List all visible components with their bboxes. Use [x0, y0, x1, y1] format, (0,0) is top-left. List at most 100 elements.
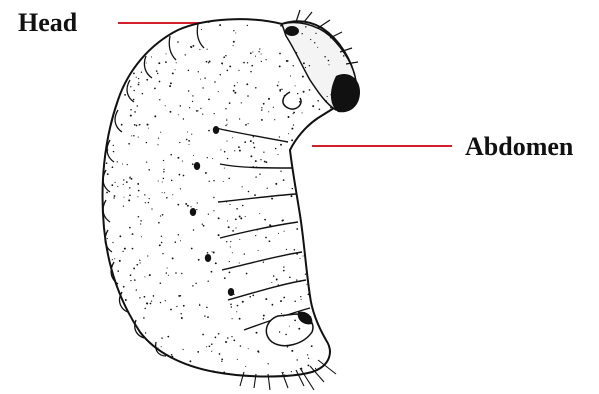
stipple-dot — [117, 270, 119, 272]
stipple-dot — [224, 277, 226, 279]
stipple-dot — [303, 91, 305, 93]
stipple-dot — [206, 307, 208, 309]
stipple-dot — [202, 113, 203, 114]
stipple-dot — [250, 71, 252, 73]
stipple-dot — [264, 161, 266, 163]
stipple-dot — [176, 62, 177, 63]
stipple-dot — [280, 25, 282, 27]
stipple-dot — [299, 281, 300, 282]
stipple-dot — [178, 234, 180, 236]
stipple-dot — [239, 318, 241, 320]
stipple-dot — [178, 295, 180, 297]
stipple-dot — [239, 262, 240, 263]
stipple-dot — [233, 30, 234, 31]
stipple-dot — [138, 84, 140, 86]
stipple-dot — [113, 145, 114, 146]
stipple-dot — [259, 173, 260, 174]
stipple-dot — [240, 345, 242, 347]
stipple-dot — [199, 304, 200, 305]
stipple-dot — [197, 202, 198, 203]
stipple-dot — [229, 204, 230, 205]
stipple-dot — [129, 227, 131, 229]
stipple-dot — [226, 119, 227, 120]
stipple-dot — [169, 85, 171, 87]
stipple-dot — [328, 64, 329, 65]
stipple-dot — [177, 204, 179, 206]
stipple-dot — [140, 223, 141, 224]
stipple-dot — [114, 258, 115, 259]
stipple-dot — [220, 149, 221, 150]
stipple-dot — [232, 318, 233, 319]
stipple-dot — [130, 178, 132, 180]
stipple-dot — [211, 351, 212, 352]
stipple-dot — [266, 161, 268, 163]
stipple-dot — [175, 272, 177, 274]
stipple-dot — [297, 93, 298, 94]
stipple-dot — [251, 65, 253, 67]
stipple-dot — [227, 337, 229, 339]
stipple-dot — [165, 300, 166, 301]
stipple-dot — [299, 258, 300, 259]
stipple-dot — [279, 136, 280, 137]
stipple-dot — [195, 283, 196, 284]
stipple-dot — [154, 115, 156, 117]
stipple-dot — [273, 107, 274, 108]
stipple-dot — [255, 176, 256, 177]
stipple-dot — [308, 358, 309, 359]
stipple-dot — [138, 216, 140, 218]
stipple-dot — [154, 88, 156, 90]
stipple-dot — [277, 85, 279, 87]
stipple-dot — [227, 124, 228, 125]
stipple-dot — [268, 98, 270, 100]
stipple-dot — [284, 95, 285, 96]
stipple-dot — [258, 51, 259, 52]
stipple-dot — [186, 139, 188, 141]
stipple-dot — [211, 343, 213, 345]
stipple-dot — [213, 371, 215, 373]
stipple-dot — [317, 100, 319, 102]
stipple-dot — [208, 213, 209, 214]
stipple-dot — [181, 317, 183, 319]
stipple-dot — [138, 82, 139, 83]
stipple-dot — [291, 128, 293, 130]
stipple-dot — [225, 108, 226, 109]
stipple-dot — [279, 89, 281, 91]
stipple-dot — [134, 90, 135, 91]
stipple-dot — [214, 81, 215, 82]
stipple-dot — [162, 214, 164, 216]
stipple-dot — [138, 78, 139, 79]
stipple-dot — [153, 295, 155, 297]
stipple-dot — [230, 246, 231, 247]
stipple-dot — [345, 102, 347, 104]
stipple-dot — [142, 93, 144, 95]
stipple-dot — [222, 63, 223, 64]
stipple-dot — [315, 368, 316, 369]
stipple-dot — [158, 180, 159, 181]
stipple-dot — [188, 140, 190, 142]
stipple-dot — [207, 252, 209, 254]
stipple-dot — [293, 112, 295, 114]
stipple-dot — [172, 194, 173, 195]
stipple-dot — [309, 316, 311, 318]
stipple-dot — [139, 260, 140, 261]
stipple-dot — [269, 240, 271, 242]
stipple-dot — [197, 351, 199, 353]
stipple-dot — [119, 260, 121, 262]
stipple-dot — [161, 242, 163, 244]
stipple-dot — [302, 33, 303, 34]
stipple-dot — [248, 191, 250, 193]
stipple-dot — [183, 175, 185, 177]
stipple-dot — [253, 142, 255, 144]
stipple-dot — [279, 65, 281, 67]
stipple-dot — [301, 299, 302, 300]
stipple-dot — [291, 139, 293, 141]
stipple-dot — [286, 60, 288, 62]
stipple-dot — [179, 142, 180, 143]
stipple-dot — [229, 272, 231, 274]
stipple-dot — [193, 229, 194, 230]
stipple-dot — [198, 71, 199, 72]
stipple-dot — [123, 286, 125, 288]
stipple-dot — [211, 271, 213, 273]
stipple-dot — [107, 238, 108, 239]
stipple-dot — [228, 226, 230, 228]
